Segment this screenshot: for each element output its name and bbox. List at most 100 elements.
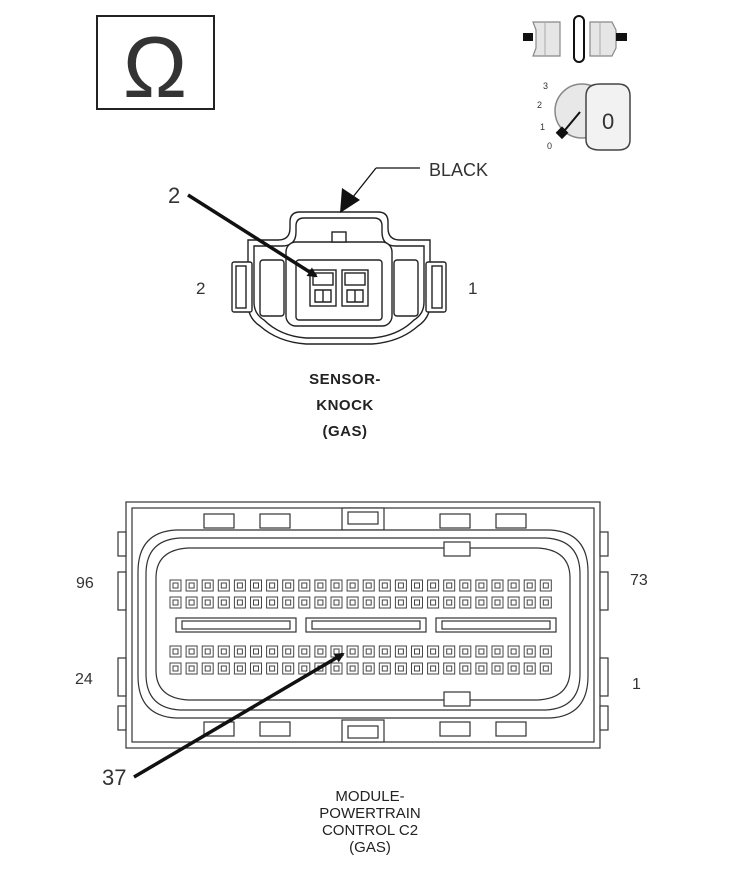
pcm-cavity-terminal (285, 648, 292, 655)
pcm-cavity-terminal (414, 582, 420, 589)
pcm-cavity (201, 579, 214, 592)
pcm-cavity (394, 596, 407, 609)
pcm-cavity (346, 596, 359, 609)
pcm-cavity (362, 596, 375, 609)
pcm-cavity-terminal (269, 582, 276, 589)
pcm-cavity (394, 662, 407, 675)
pcm-cavity (266, 662, 279, 675)
pcm-cavity-terminal (236, 599, 243, 606)
switch-scale-3: 3 (543, 81, 548, 91)
ignition-off-icon: 0 3 2 1 0 (537, 81, 631, 151)
pcm-cavity-terminal (397, 582, 404, 589)
pcm-cavity (201, 662, 214, 675)
pcm-cavity (330, 662, 343, 675)
pcm-pin-label-bottom-left: 24 (75, 671, 93, 688)
switch-scale-2: 2 (537, 100, 542, 110)
pcm-cavity (523, 662, 536, 675)
sensor-pin-label-left: 2 (196, 279, 205, 298)
pcm-cavity (491, 662, 504, 675)
pcm-cavity-terminal (285, 665, 292, 672)
pcm-cavity (378, 596, 391, 609)
pcm-cavity (427, 645, 440, 658)
sensor-caption-line-3: (GAS) (322, 423, 368, 440)
pcm-cavity (346, 645, 359, 658)
pcm-cavity (282, 645, 295, 658)
pcm-cavity (298, 645, 311, 658)
pcm-cavity-terminal (365, 599, 372, 606)
sensor-color-label: BLACK (429, 160, 488, 180)
pcm-cavity-terminal (430, 665, 437, 672)
pcm-cavity (185, 662, 198, 675)
pcm-caption-line-4: (GAS) (349, 839, 391, 856)
sensor-callout-number: 2 (168, 183, 180, 208)
ignition-position-label: 0 (602, 109, 614, 134)
pcm-cavity-terminal (397, 665, 404, 672)
pcm-cavity (282, 662, 295, 675)
pcm-cavity-terminal (172, 648, 179, 655)
pcm-c2-connector (117, 501, 609, 749)
pcm-cavity (443, 662, 456, 675)
pcm-cavity-terminal (462, 582, 469, 589)
pcm-cavity-terminal (397, 648, 404, 655)
pcm-cavity (475, 662, 488, 675)
pcm-cavity-terminal (301, 599, 308, 606)
pcm-cavity (250, 645, 262, 658)
pcm-cavity (298, 596, 311, 609)
pcm-cavity-terminal (204, 599, 211, 606)
pcm-cavity (282, 596, 295, 609)
pcm-cavity-terminal (478, 665, 485, 672)
sensor-callout-arrow (187, 193, 318, 278)
pcm-cavity-terminal (333, 599, 340, 606)
pcm-cavity-terminal (381, 648, 388, 655)
pcm-cavity-terminal (446, 665, 453, 672)
ohm-symbol: Ω (123, 20, 187, 116)
pcm-cavity-terminal (381, 665, 388, 672)
pcm-cavity (185, 579, 198, 592)
pcm-cavity (169, 579, 182, 592)
sensor-caption: SENSOR- KNOCK (GAS) (270, 367, 420, 445)
pcm-cavity-terminal (172, 665, 179, 672)
pcm-cavity-terminal (446, 599, 453, 606)
pcm-cavity-terminal (269, 599, 276, 606)
sensor-terminal-2 (309, 269, 337, 307)
pcm-cavity-terminal (220, 599, 227, 606)
pcm-cavity-terminal (526, 648, 533, 655)
pcm-cavity (362, 645, 375, 658)
pcm-cavity (394, 579, 407, 592)
pcm-cavity (443, 579, 456, 592)
pcm-cavity (233, 579, 246, 592)
pcm-cavity (475, 596, 488, 609)
pcm-cavity (217, 579, 230, 592)
pcm-cavity (443, 645, 456, 658)
pcm-pin-label-bottom-right: 1 (632, 676, 641, 693)
pcm-cavity-terminal (204, 665, 211, 672)
pcm-cavity (491, 579, 504, 592)
pcm-cavity-terminal (526, 599, 533, 606)
pcm-cavity (459, 662, 472, 675)
pcm-cavity-terminal (430, 648, 437, 655)
pcm-cavity (507, 662, 520, 675)
switch-scale-1: 1 (540, 122, 545, 132)
pcm-cavity (475, 579, 488, 592)
pcm-cavity (443, 596, 456, 609)
pcm-cavity (378, 645, 391, 658)
pcm-cavity-terminal (220, 582, 227, 589)
pcm-cavity-terminal (542, 582, 549, 589)
pcm-cavity (427, 662, 440, 675)
pcm-cavity (362, 662, 375, 675)
pcm-cavity (298, 662, 311, 675)
pcm-cavity-terminal (510, 599, 517, 606)
pcm-cavity (185, 596, 198, 609)
pcm-cavity-terminal (204, 582, 211, 589)
pcm-cavity-terminal (349, 582, 356, 589)
pcm-cavity-terminal (188, 582, 195, 589)
sensor-caption-line-2: KNOCK (316, 397, 374, 414)
pcm-caption: MODULE- POWERTRAIN CONTROL C2 (GAS) (285, 788, 455, 856)
pcm-cavity (314, 579, 327, 592)
pcm-cavity (475, 645, 488, 658)
pcm-cavity-terminal (236, 648, 243, 655)
pcm-cavity (523, 596, 536, 609)
pcm-cavity-terminal (204, 648, 211, 655)
knock-sensor-connector (231, 211, 447, 345)
